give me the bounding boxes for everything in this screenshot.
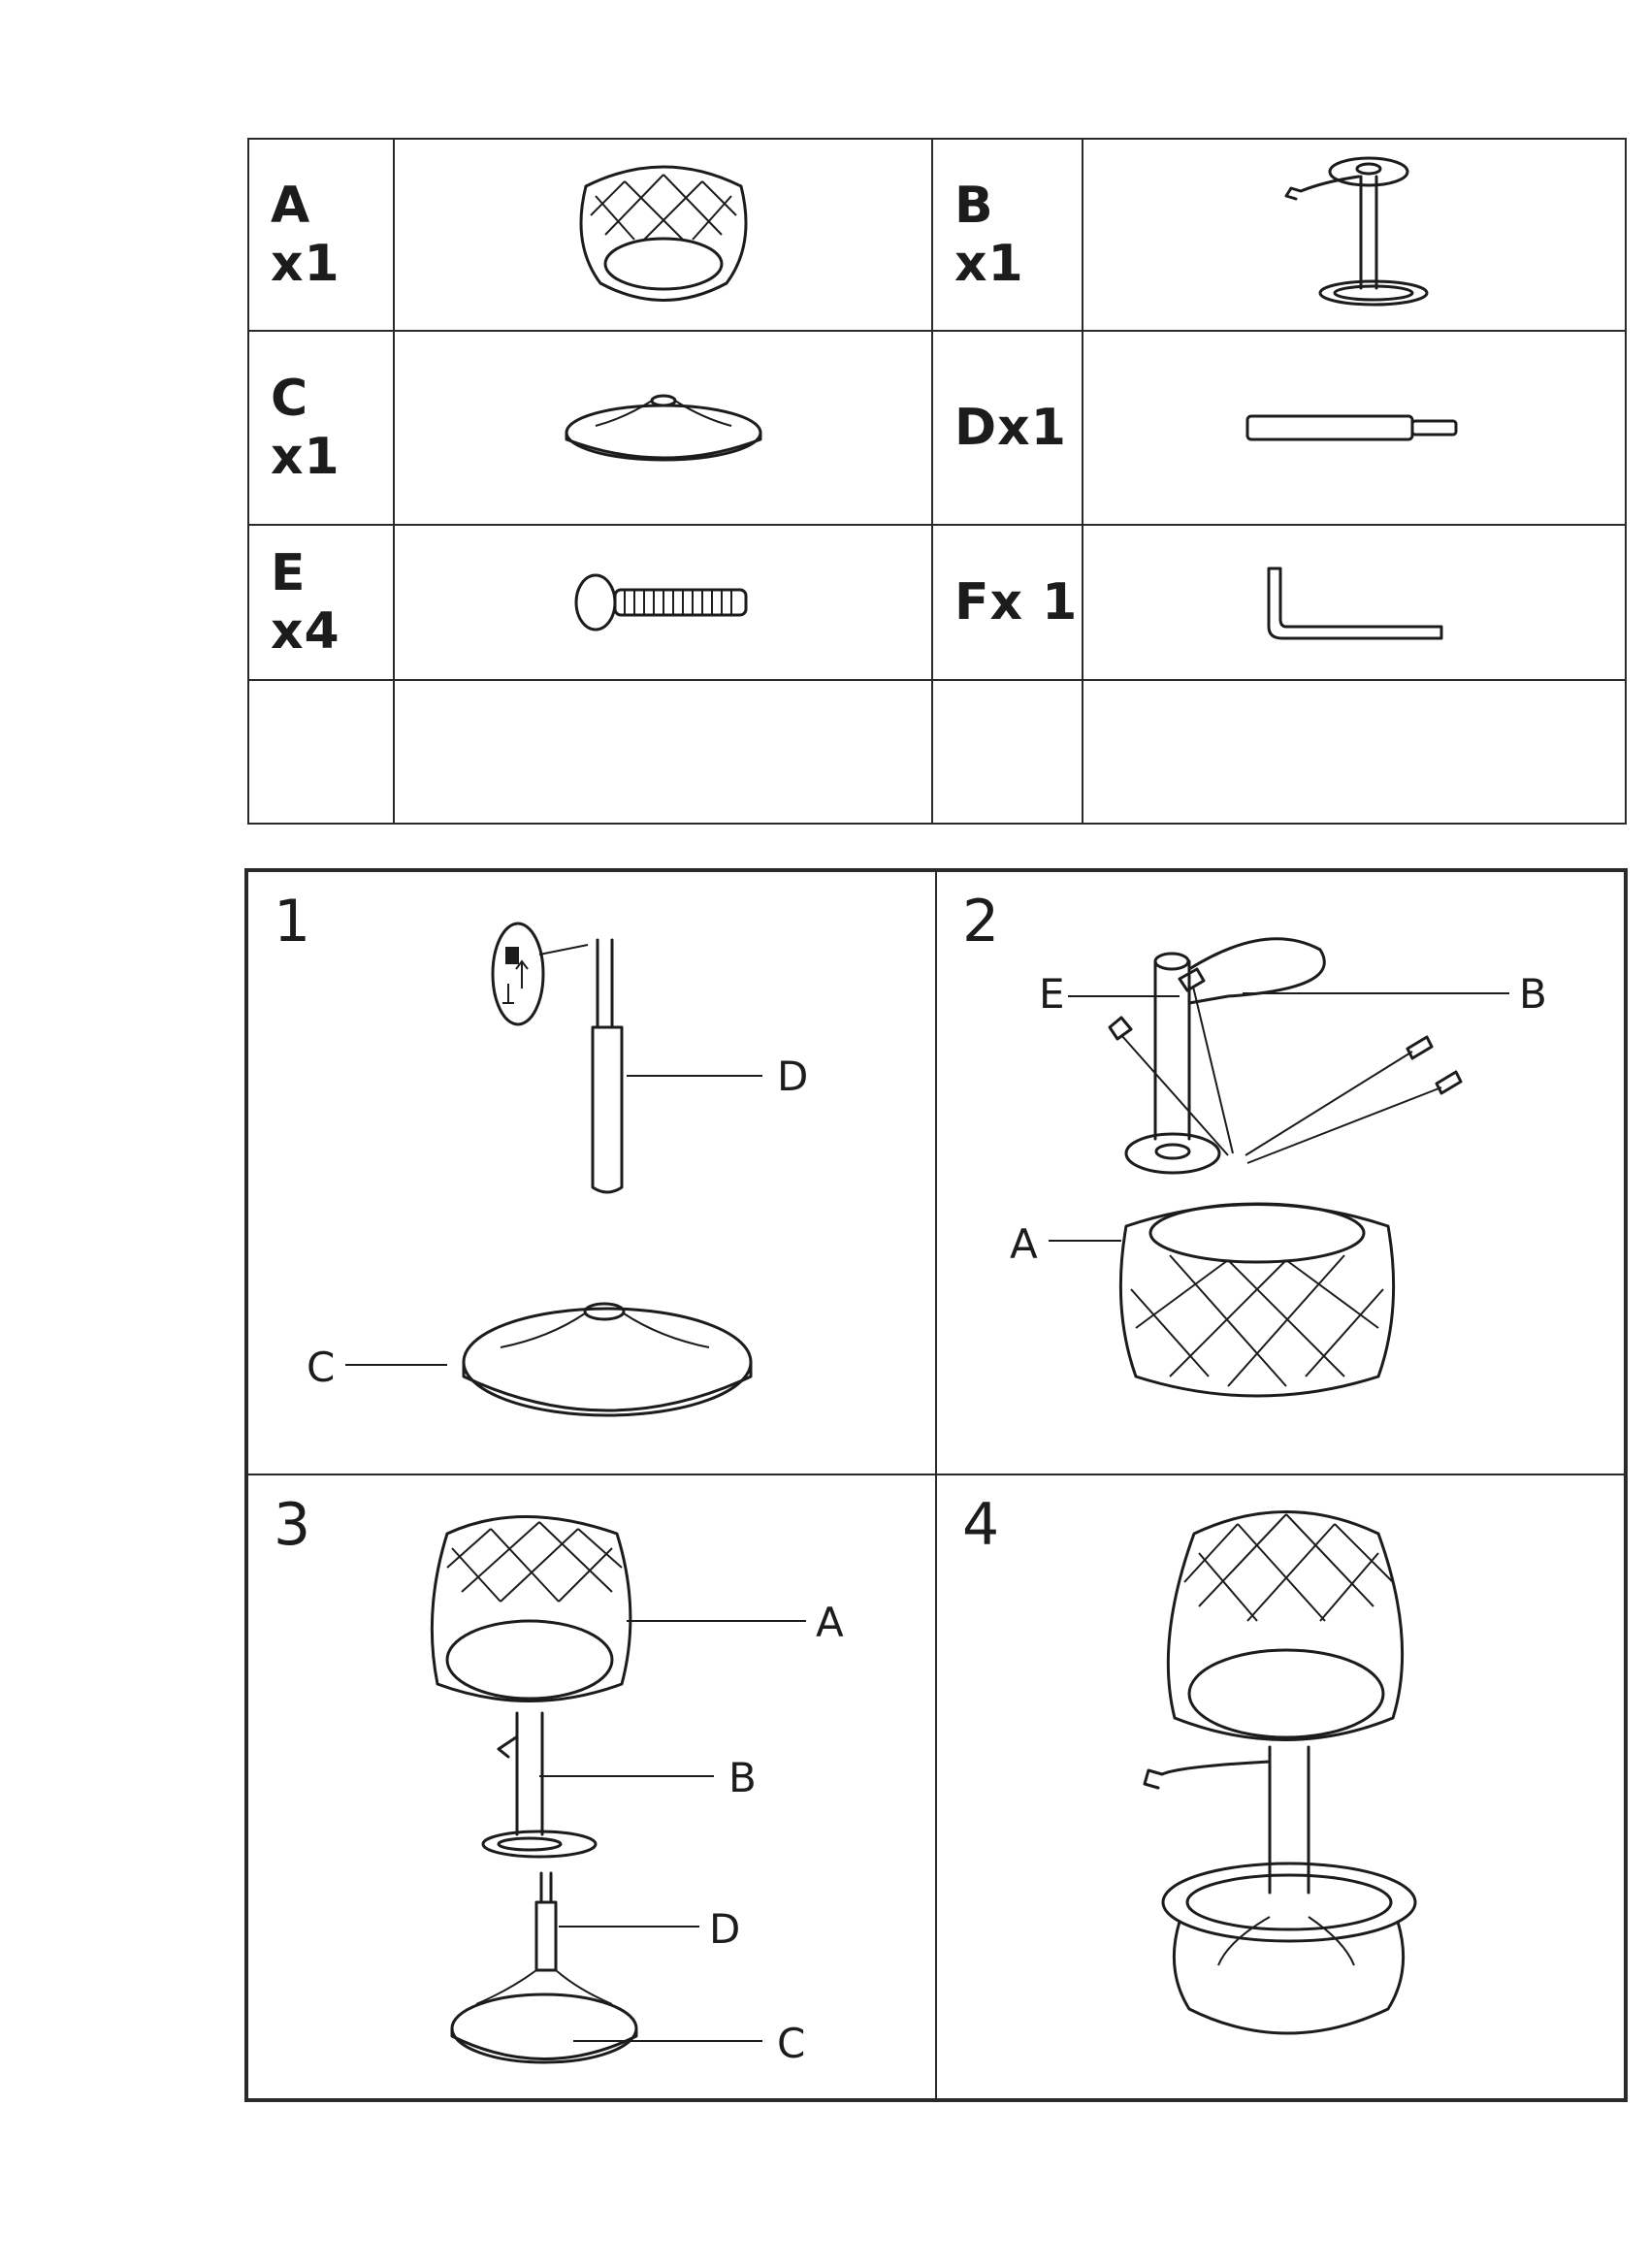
part-label-b: B x1: [931, 138, 1083, 332]
step-4-panel: 4: [936, 1474, 1625, 2099]
part-label-a: A x1: [247, 138, 395, 332]
callout-d: D: [777, 1053, 808, 1100]
screw-icon: [393, 524, 933, 681]
allen-key-icon: [1082, 524, 1627, 681]
column-footrest-icon: [1082, 138, 1627, 332]
empty-cell: [1082, 679, 1627, 825]
part-label-f: Fx 1: [931, 524, 1083, 681]
empty-cell: [393, 679, 933, 825]
callout-a: A: [1010, 1220, 1038, 1268]
parts-row: E x4 Fx 1: [247, 524, 1627, 681]
step-2-panel: 2 E B A: [936, 871, 1625, 1474]
base-icon: [393, 330, 933, 526]
part-label-e: E x4: [247, 524, 395, 681]
step-1-illustration: D C: [307, 922, 808, 1417]
part-label-d: Dx1: [931, 330, 1083, 526]
empty-cell: [931, 679, 1083, 825]
step-number: 1: [274, 888, 311, 956]
step-4-illustration: [1143, 1510, 1417, 2035]
seat-icon: [393, 138, 933, 332]
step-number: 3: [274, 1491, 311, 1559]
step-1-panel: 1 D C: [247, 871, 936, 1474]
callout-c: C: [777, 2020, 805, 2067]
parts-row: A x1 B x1: [247, 138, 1627, 332]
part-label-c: C x1: [247, 330, 395, 526]
callout-d: D: [709, 1905, 740, 1953]
step-3-illustration: A B D C: [430, 1515, 844, 2067]
step-2-illustration: E B A: [1010, 937, 1547, 1398]
callout-e: E: [1039, 970, 1065, 1018]
parts-row: [247, 679, 1627, 825]
step-number: 4: [962, 1491, 1000, 1559]
empty-cell: [247, 679, 395, 825]
parts-row: C x1 Dx1: [247, 330, 1627, 526]
step-3-panel: 3 A B D C: [247, 1474, 936, 2099]
callout-a: A: [816, 1599, 844, 1646]
callout-c: C: [307, 1344, 335, 1391]
callout-b: B: [728, 1754, 757, 1801]
step-number: 2: [962, 888, 1000, 956]
assembly-steps: 1 D C 2 E: [244, 868, 1628, 2102]
parts-table: A x1 B x1 C x1: [247, 138, 1627, 825]
callout-b: B: [1519, 970, 1547, 1018]
gas-cylinder-icon: [1082, 330, 1627, 526]
